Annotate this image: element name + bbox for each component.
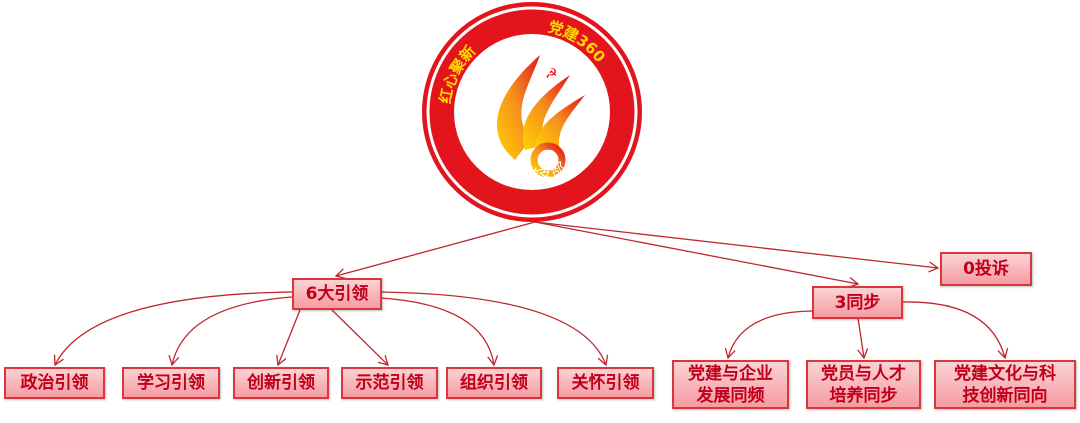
arrow-logo-to-zero bbox=[534, 221, 940, 273]
node-study-lead: 学习引领 bbox=[122, 367, 220, 399]
node-zero-complaints: 0投诉 bbox=[940, 252, 1032, 286]
flame-icon: ☭ bbox=[496, 55, 585, 178]
node-innovation-lead: 创新引领 bbox=[233, 367, 329, 399]
node-line: 党建文化与科 bbox=[954, 363, 1056, 384]
node-exemplary-lead: 示范引领 bbox=[341, 367, 438, 399]
node-line: 党建与企业 bbox=[688, 363, 773, 384]
arrow-six-1 bbox=[53, 291, 293, 367]
node-political-lead: 政治引领 bbox=[4, 367, 105, 399]
arrow-logo-to-six bbox=[334, 221, 536, 280]
arrow-six-6 bbox=[380, 291, 609, 367]
arrow-six-4 bbox=[331, 309, 389, 366]
arrow-three-3 bbox=[901, 301, 1009, 360]
logo-bottom-text: 研发党支部 bbox=[497, 160, 568, 183]
arrow-logo-to-three bbox=[534, 221, 860, 288]
arrow-three-2 bbox=[857, 317, 869, 360]
hammer-sickle-icon: ☭ bbox=[545, 66, 558, 82]
node-organization-lead: 组织引领 bbox=[446, 367, 542, 399]
arrow-six-3 bbox=[276, 309, 301, 367]
node-line: 发展同频 bbox=[696, 385, 765, 406]
node-six-leads: 6大引领 bbox=[292, 278, 382, 310]
arrow-six-5 bbox=[380, 297, 499, 367]
node-three-sync: 3同步 bbox=[812, 286, 903, 319]
node-care-lead: 关怀引领 bbox=[557, 367, 654, 399]
node-culture-tech-sync: 党建文化与科 技创新同向 bbox=[934, 360, 1076, 409]
node-line: 党员与人才 bbox=[821, 363, 906, 384]
party-branch-logo: ☭ 红心聚新 党建360 研发党支部 bbox=[422, 2, 642, 222]
node-talent-sync: 党员与人才 培养同步 bbox=[806, 360, 921, 409]
node-enterprise-sync: 党建与企业 发展同频 bbox=[672, 360, 789, 409]
arrow-three-1 bbox=[724, 310, 813, 360]
node-line: 技创新同向 bbox=[962, 385, 1048, 406]
node-line: 培养同步 bbox=[829, 385, 898, 406]
arrow-six-2 bbox=[168, 296, 293, 367]
